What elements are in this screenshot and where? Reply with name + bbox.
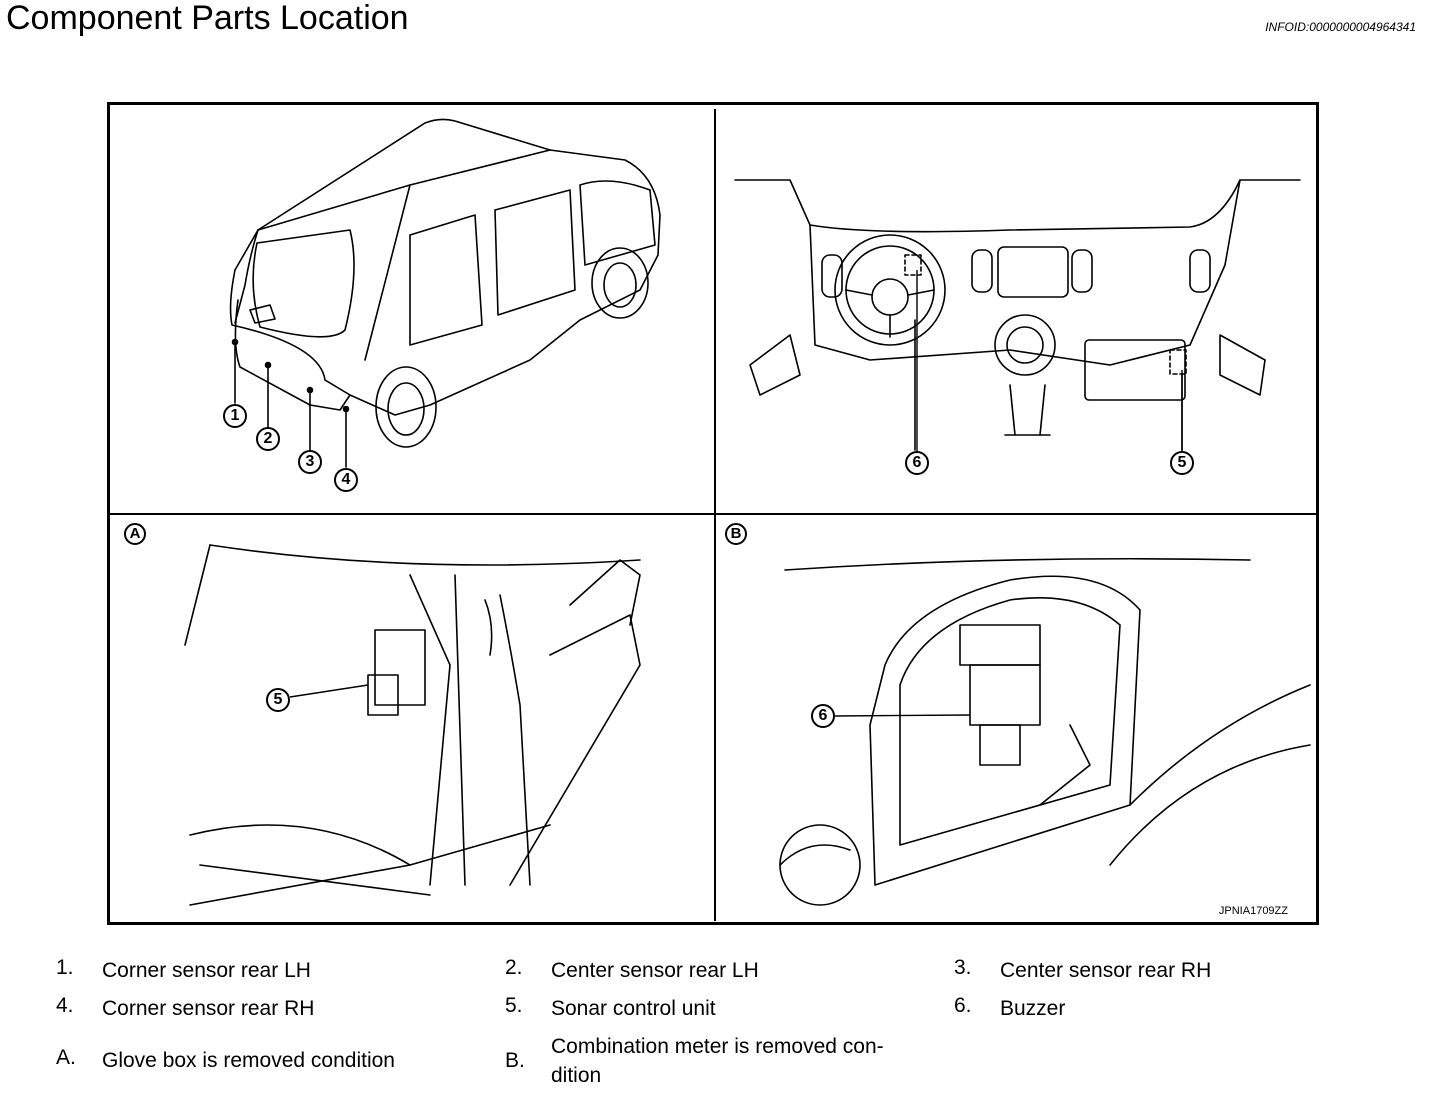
legend-item: 5. Sonar control unit (505, 994, 921, 1023)
callout-4: 4 (334, 468, 358, 492)
legend-text: Center sensor rear LH (551, 959, 759, 982)
glove-box-removed-illustration (184, 544, 641, 906)
panel-label-a: A (124, 523, 146, 545)
legend-text: Sonar control unit (551, 997, 716, 1020)
legend-item: B. Combination meter is removed con- dit… (505, 1032, 921, 1090)
legend-item: 2. Center sensor rear LH (505, 956, 921, 985)
legend-text: Combination meter is removed con- dition (551, 1035, 884, 1087)
legend-item: 3. Center sensor rear RH (954, 956, 1370, 985)
callout-5-glove-box: 5 (266, 688, 290, 712)
callout-leaders (289, 270, 1183, 717)
info-id: INFOID:0000000004964341 (1265, 20, 1416, 34)
meter-removed-illustration (779, 557, 1311, 906)
legend-item: 1. Corner sensor rear LH (56, 956, 472, 985)
legend-text: Corner sensor rear LH (102, 959, 311, 982)
vehicle-illustration (229, 118, 661, 468)
figure-drawings (184, 118, 1311, 906)
legend-item: 4. Corner sensor rear RH (56, 994, 472, 1023)
legend-text: Corner sensor rear RH (102, 997, 315, 1020)
callout-6-dashboard: 6 (905, 451, 929, 475)
legend-text: Buzzer (1000, 997, 1066, 1020)
callout-2: 2 (256, 427, 280, 451)
dashboard-illustration (734, 179, 1301, 451)
callout-6-meter: 6 (811, 704, 835, 728)
page-title: Component Parts Location (6, 0, 409, 37)
legend-key: 3. (954, 956, 972, 979)
callout-3: 3 (298, 450, 322, 474)
vertical-divider (714, 109, 716, 921)
panel-label-b: B (725, 523, 747, 545)
legend-key: 5. (505, 994, 523, 1017)
component-location-figure: A B 1 2 3 4 6 5 5 6 JPNIA1709ZZ (107, 102, 1319, 925)
legend-item: 6. Buzzer (954, 994, 1370, 1023)
callout-5-dashboard: 5 (1170, 451, 1194, 475)
legend-item: A. Glove box is removed condition (56, 1046, 472, 1075)
figure-code: JPNIA1709ZZ (1218, 905, 1288, 917)
legend-key: B. (505, 1049, 525, 1072)
legend-key: A. (56, 1046, 76, 1069)
legend-key: 4. (56, 994, 74, 1017)
legend-key: 1. (56, 956, 74, 979)
legend-key: 6. (954, 994, 972, 1017)
horizontal-divider (110, 513, 1316, 515)
legend-text: Center sensor rear RH (1000, 959, 1212, 982)
callout-1: 1 (223, 404, 247, 428)
legend-text: Glove box is removed condition (102, 1049, 395, 1072)
legend-key: 2. (505, 956, 523, 979)
